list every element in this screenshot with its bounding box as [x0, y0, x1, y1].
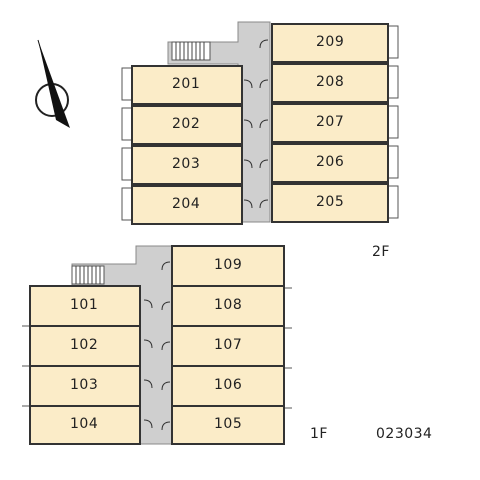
unit-label: 101 — [70, 297, 99, 313]
unit-label: 206 — [316, 154, 345, 170]
unit-label: 105 — [214, 416, 243, 432]
unit-209 — [271, 23, 389, 63]
unit-label: 102 — [70, 337, 99, 353]
unit-109 — [171, 245, 285, 287]
unit-label: 207 — [316, 114, 345, 130]
unit-label: 202 — [172, 116, 201, 132]
unit-108 — [171, 285, 285, 327]
corridor-2f — [167, 21, 271, 223]
unit-label: 107 — [214, 337, 243, 353]
unit-203 — [131, 145, 243, 185]
unit-label: 208 — [316, 74, 345, 90]
unit-208 — [271, 63, 389, 103]
unit-label: 209 — [316, 34, 345, 50]
unit-103 — [29, 365, 141, 407]
unit-label: 103 — [70, 377, 99, 393]
unit-label: 203 — [172, 156, 201, 172]
floor-label-1f: 1F — [310, 426, 328, 442]
unit-205 — [271, 183, 389, 223]
unit-label: 201 — [172, 76, 201, 92]
unit-label: 205 — [316, 194, 345, 210]
unit-label: 106 — [214, 377, 243, 393]
unit-107 — [171, 325, 285, 367]
unit-105 — [171, 405, 285, 445]
unit-206 — [271, 143, 389, 183]
unit-204 — [131, 185, 243, 225]
unit-102 — [29, 325, 141, 367]
unit-202 — [131, 105, 243, 145]
unit-201 — [131, 65, 243, 105]
unit-label: 104 — [70, 416, 99, 432]
unit-106 — [171, 365, 285, 407]
unit-104 — [29, 405, 141, 445]
stairs-icon — [71, 265, 105, 285]
floor-label-2f: 2F — [372, 244, 390, 260]
unit-207 — [271, 103, 389, 143]
north-arrow-icon — [35, 39, 70, 128]
unit-101 — [29, 285, 141, 327]
unit-label: 204 — [172, 196, 201, 212]
stairs-icon — [171, 41, 211, 61]
property-code: 023034 — [376, 426, 433, 442]
floor-2f-plan — [121, 21, 399, 225]
floor-1f-plan — [22, 245, 292, 445]
unit-label: 109 — [214, 257, 243, 273]
unit-label: 108 — [214, 297, 243, 313]
